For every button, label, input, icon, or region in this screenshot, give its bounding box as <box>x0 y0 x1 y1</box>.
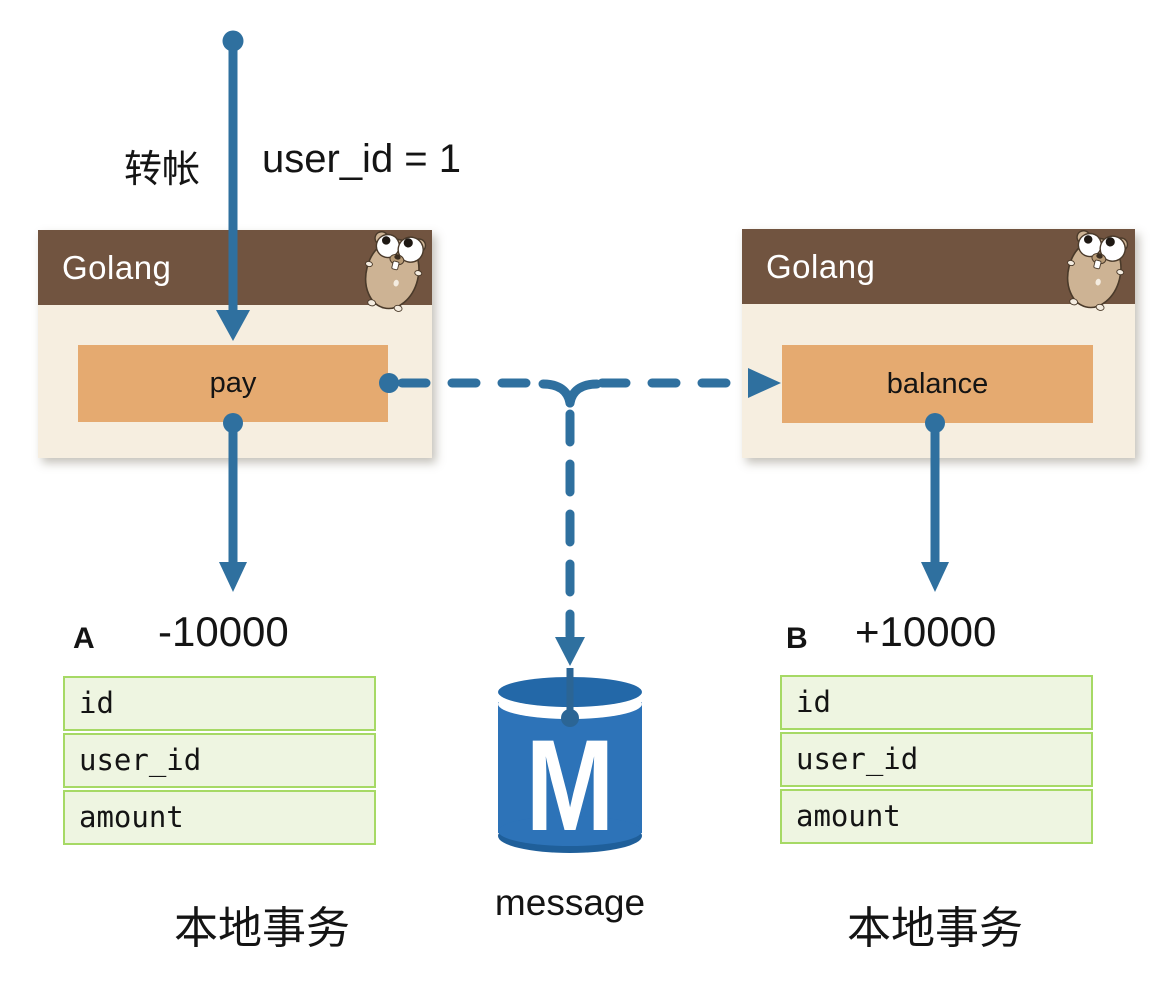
message-store-cylinder-icon: M <box>498 668 642 858</box>
tx-table-left: id user_id amount <box>63 676 376 847</box>
amount-debit: -10000 <box>158 608 289 655</box>
connector-end-dot <box>561 709 579 727</box>
service-box-balance: Golang balance <box>742 229 1135 458</box>
message-label: message <box>494 882 646 923</box>
table-row: user_id <box>63 733 376 788</box>
transfer-label: 转帐 <box>123 149 200 191</box>
arrowhead-down-icon <box>219 562 247 592</box>
publish-connector <box>379 368 781 408</box>
tx-caption-right: 本地事务 <box>847 904 1023 953</box>
tx-table-right: id user_id amount <box>780 675 1093 846</box>
result-tag-a: A <box>73 622 95 655</box>
table-row: amount <box>63 790 376 845</box>
golang-gopher-icon <box>1066 230 1129 311</box>
service-title: Golang <box>62 249 172 286</box>
golang-gopher-icon <box>364 231 427 312</box>
table-row: id <box>780 675 1093 730</box>
queue-letter: M <box>526 713 615 858</box>
method-balance: balance <box>782 345 1093 423</box>
result-tag-b: B <box>786 622 808 655</box>
condition-label: user_id = 1 <box>262 137 462 181</box>
table-row: id <box>63 676 376 731</box>
tx-caption-left: 本地事务 <box>174 904 350 953</box>
arrow-start-dot <box>222 30 244 52</box>
amount-credit: +10000 <box>855 608 997 655</box>
message-branch-connector <box>555 409 585 666</box>
service-box-pay: Golang pay <box>38 230 432 458</box>
arrowhead-down-icon <box>921 562 949 592</box>
method-pay: pay <box>78 345 388 422</box>
table-row: user_id <box>780 732 1093 787</box>
table-row: amount <box>780 789 1093 844</box>
branch-junction <box>538 379 575 408</box>
service-title: Golang <box>766 248 876 285</box>
